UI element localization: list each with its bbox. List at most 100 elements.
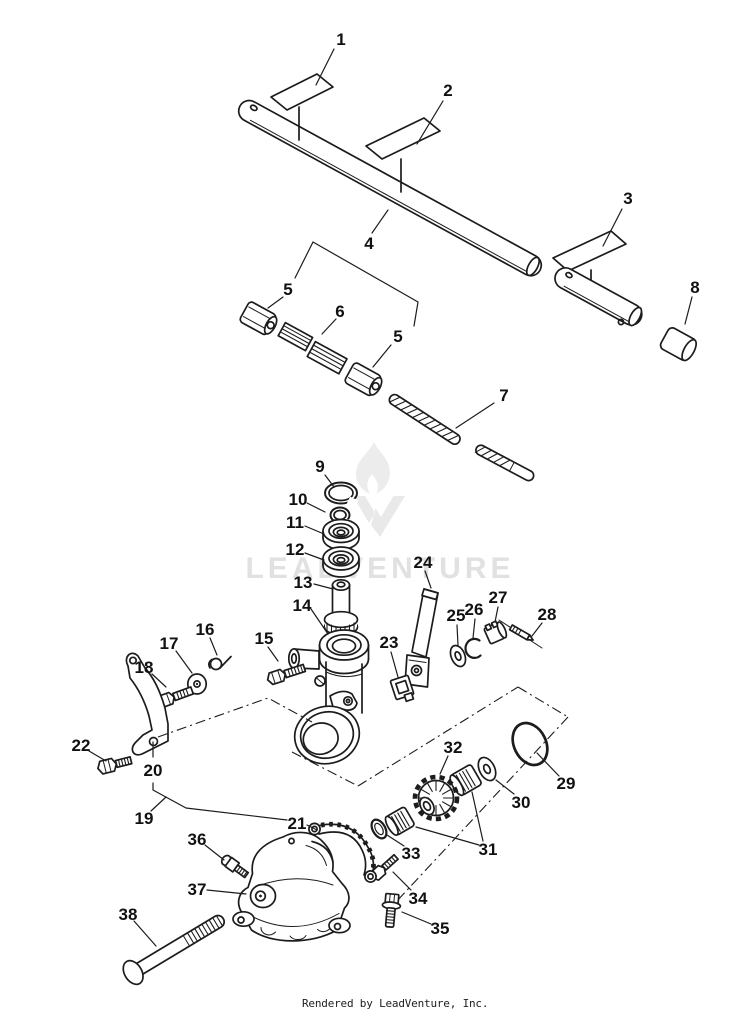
ball-bearing-upper — [322, 518, 360, 551]
callout-12: 12 — [286, 540, 325, 561]
callout-23: 23 — [380, 633, 399, 678]
callout-19-number: 19 — [135, 809, 154, 828]
callout-23-number: 23 — [380, 633, 399, 652]
callout-5-leader — [267, 296, 284, 309]
footer-credit: Rendered by LeadVenture, Inc. — [302, 997, 489, 1010]
leadventure-watermark: LEADVENTURE — [245, 442, 511, 585]
callout-32-number: 32 — [444, 738, 463, 757]
seal-ring — [370, 818, 388, 840]
callout-38-leader — [133, 920, 157, 947]
needle-bearing-lower — [384, 806, 415, 836]
callout-29-leader — [536, 752, 560, 777]
washer-30 — [477, 756, 497, 782]
callout-31: 31 — [415, 791, 497, 859]
callout-5-leader — [372, 344, 392, 368]
callout-4: 4 — [294, 209, 419, 327]
callout-15-number: 15 — [255, 629, 274, 648]
callout-37-leader — [206, 889, 247, 895]
callout-33-number: 33 — [402, 844, 421, 863]
decal-1 — [270, 73, 334, 111]
callout-10-number: 10 — [289, 490, 308, 509]
callout-15-leader — [267, 646, 279, 662]
callout-38-number: 38 — [119, 905, 138, 924]
o-ring — [511, 721, 549, 767]
callout-20: 20 — [144, 741, 288, 821]
callout-20-number: 20 — [144, 761, 163, 780]
callout-24: 24 — [414, 553, 433, 589]
snap-ring — [324, 481, 359, 508]
slotted-nut — [483, 620, 508, 645]
callout-12-leader — [304, 552, 325, 561]
callout-13: 13 — [294, 573, 334, 592]
coupler-bushing-b — [344, 362, 383, 397]
callout-17-leader — [175, 650, 193, 674]
callout-28-leader — [531, 622, 543, 637]
callout-18: 18 — [135, 658, 167, 688]
callout-32: 32 — [439, 738, 463, 775]
callout-22-leader — [88, 750, 107, 762]
callout-29: 29 — [536, 752, 575, 793]
wire-clip — [208, 655, 232, 671]
callout-11-leader — [304, 525, 325, 535]
bolt-22 — [97, 756, 133, 775]
set-pin — [498, 619, 543, 649]
callout-14: 14 — [293, 596, 329, 635]
callout-36: 36 — [188, 830, 225, 861]
callout-5: 5 — [267, 280, 293, 309]
pinion-shaft — [323, 578, 359, 649]
callout-22: 22 — [72, 736, 107, 762]
throttle-lever — [404, 588, 439, 688]
callout-5: 5 — [372, 327, 403, 368]
hanger-bracket — [125, 652, 169, 756]
e-clip — [464, 637, 482, 659]
callout-34-number: 34 — [409, 889, 428, 908]
decal-3 — [552, 230, 627, 272]
callout-30-leader — [495, 779, 515, 795]
decal-2 — [365, 117, 441, 160]
callout-16-number: 16 — [196, 620, 215, 639]
callout-33: 33 — [386, 834, 421, 863]
callout-34: 34 — [392, 871, 428, 908]
centerlines — [157, 686, 569, 903]
callout-27: 27 — [489, 588, 508, 623]
washer-17 — [186, 673, 208, 695]
callout-35-number: 35 — [431, 919, 450, 938]
flex-shaft-upper — [388, 393, 461, 446]
callout-26-leader — [472, 618, 476, 639]
callout-9: 9 — [315, 457, 335, 488]
callout-37: 37 — [188, 880, 247, 899]
callout-11-number: 11 — [286, 513, 304, 532]
lower-tube — [554, 267, 643, 327]
callout-3-number: 3 — [623, 189, 632, 208]
callout-35: 35 — [401, 911, 450, 938]
spline-liner-b — [306, 340, 348, 375]
callout-33-leader — [386, 834, 405, 847]
callout-3: 3 — [602, 189, 633, 247]
outer-tube — [237, 99, 543, 277]
gear-head-housing — [232, 831, 351, 942]
callout-10: 10 — [289, 490, 326, 513]
callout-17-number: 17 — [160, 634, 179, 653]
callout-12-number: 12 — [286, 540, 305, 559]
callout-layer: 1234565789101112131415161718192021222324… — [72, 30, 700, 947]
callout-27-number: 27 — [489, 588, 508, 607]
bolt-35 — [381, 892, 402, 929]
callout-28: 28 — [531, 605, 557, 637]
callout-13-leader — [313, 583, 334, 590]
callout-11: 11 — [286, 513, 325, 535]
callout-30-number: 30 — [512, 793, 531, 812]
callout-7: 7 — [455, 386, 509, 429]
callout-27-leader — [494, 606, 499, 623]
callout-20-leader — [152, 782, 288, 821]
callout-7-number: 7 — [499, 386, 508, 405]
callout-6-number: 6 — [335, 302, 344, 321]
ball-bearing-lower — [322, 546, 360, 578]
callout-18-leader — [151, 673, 167, 688]
callout-6-leader — [321, 318, 337, 335]
clutch-drum — [293, 705, 361, 765]
callout-4-leader — [312, 241, 419, 327]
needle-bearing-upper — [449, 764, 482, 797]
callout-22-number: 22 — [72, 736, 91, 755]
callout-28-number: 28 — [538, 605, 557, 624]
